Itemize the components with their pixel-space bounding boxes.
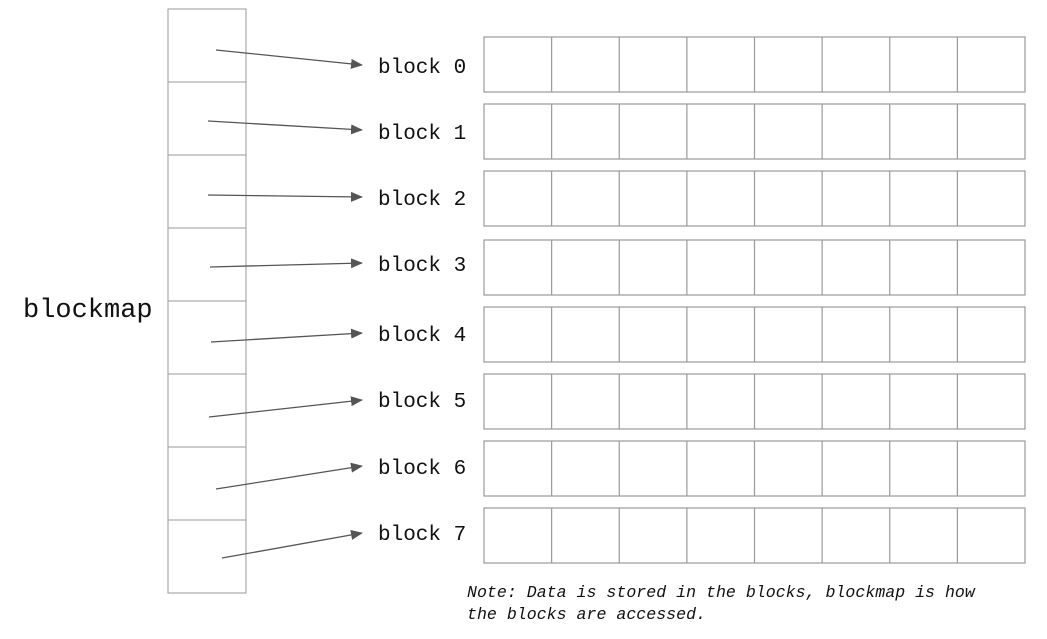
block-label: block 7 xyxy=(378,524,466,547)
block-row xyxy=(483,373,1026,430)
blockmap-label: blockmap xyxy=(23,296,153,326)
block-label: block 4 xyxy=(378,325,466,348)
block-label: block 0 xyxy=(378,57,466,80)
blockmap-cell xyxy=(167,373,247,448)
pointer-arrow xyxy=(208,396,363,418)
blockmap-cell xyxy=(167,8,247,83)
pointer-arrow xyxy=(221,530,363,559)
block-row xyxy=(483,440,1026,497)
block-row xyxy=(483,170,1026,227)
arrows xyxy=(207,49,363,559)
blockmap-cell xyxy=(167,154,247,229)
block-row xyxy=(483,103,1026,160)
note-line: the blocks are accessed. xyxy=(467,605,706,624)
pointer-arrow xyxy=(215,49,363,69)
block-label: block 1 xyxy=(378,123,466,146)
block-label: block 5 xyxy=(378,391,466,414)
pointer-arrow xyxy=(207,191,363,202)
block-label: block 3 xyxy=(378,255,466,278)
block-row xyxy=(483,306,1026,363)
blockmap-column xyxy=(167,8,247,594)
block-row xyxy=(483,239,1026,296)
blockmap-cell xyxy=(167,81,247,156)
pointer-arrow xyxy=(210,328,363,343)
block-row xyxy=(483,36,1026,93)
block-label: block 6 xyxy=(378,458,466,481)
note-text: Note: Data is stored in the blocks, bloc… xyxy=(467,582,1042,626)
blockmap-cell xyxy=(167,446,247,521)
block-rows xyxy=(483,36,1026,564)
note-line: Note: Data is stored in the blocks, bloc… xyxy=(467,583,975,602)
pointer-arrow xyxy=(207,120,363,135)
blockmap-cell xyxy=(167,300,247,375)
block-row xyxy=(483,507,1026,564)
pointer-arrow xyxy=(215,462,363,490)
blockmap-cell xyxy=(167,519,247,594)
block-labels: block 0 block 1 block 2 block 3 block 4 block… xyxy=(378,57,466,547)
block-label: block 2 xyxy=(378,189,466,212)
blockmap-cell xyxy=(167,227,247,302)
pointer-arrow xyxy=(209,258,363,269)
